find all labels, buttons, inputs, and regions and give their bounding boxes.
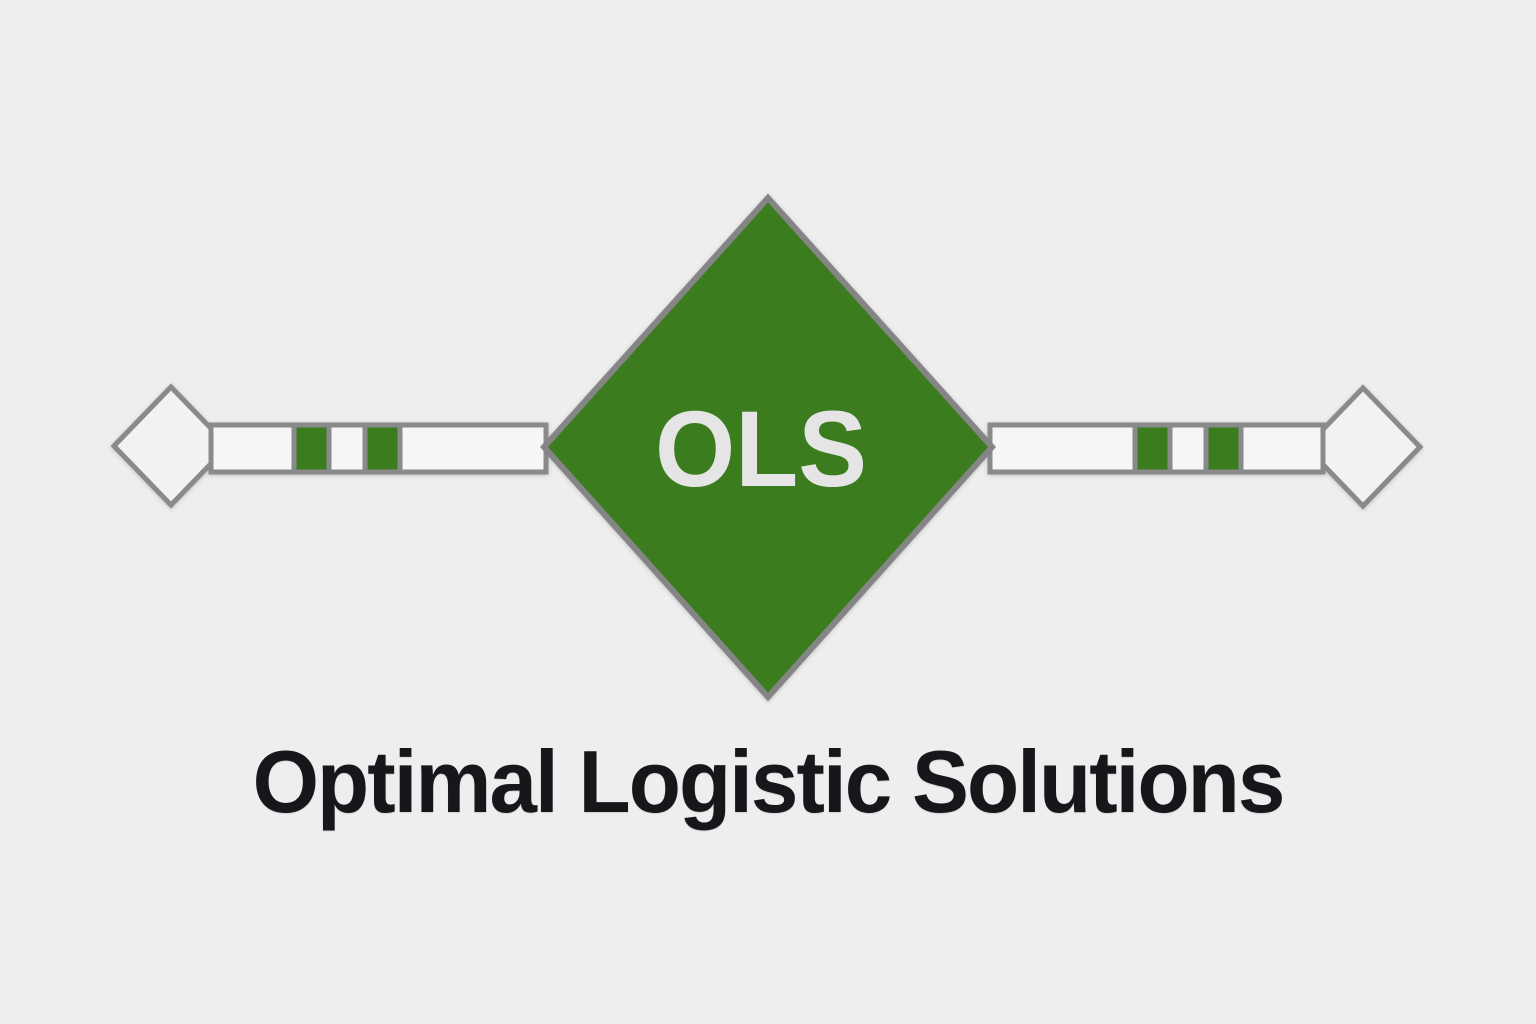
right-track bbox=[987, 422, 1326, 475]
track-segment-white bbox=[208, 422, 297, 475]
track-segment-green bbox=[362, 422, 403, 475]
track-segment-white bbox=[397, 422, 549, 475]
center-diamond-icon bbox=[539, 193, 997, 702]
company-name: Optimal Logistic Solutions bbox=[252, 732, 1286, 831]
track-segment-white bbox=[987, 422, 1138, 475]
monogram-text: OLS bbox=[655, 388, 867, 509]
track-segment-white bbox=[1238, 422, 1326, 475]
track-segment-white bbox=[1167, 422, 1209, 475]
left-track bbox=[208, 422, 549, 475]
track-segment-green bbox=[1132, 422, 1173, 475]
right-end-diamond-icon bbox=[1302, 384, 1424, 510]
track-segment-green bbox=[291, 422, 332, 475]
track-segment-green bbox=[1203, 422, 1244, 475]
track-segment-white bbox=[326, 422, 368, 475]
